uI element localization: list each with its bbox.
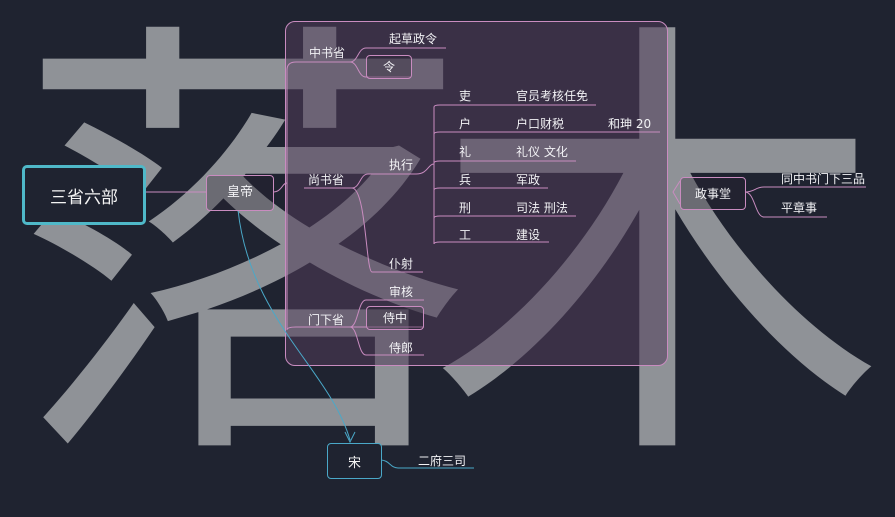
zhengshitang-child-pingzhangshi[interactable]: 平章事 (781, 201, 818, 215)
emperor-node[interactable]: 皇帝 (206, 175, 274, 211)
link-ministries (433, 104, 660, 245)
departments-group-box (285, 21, 668, 366)
link-emperor-song (237, 209, 351, 441)
link-zhongshu-children (349, 47, 446, 78)
ministry-gong-name[interactable]: 工 (459, 228, 472, 242)
link-emperor-departments (272, 182, 288, 193)
exec-node[interactable]: 执行 (389, 158, 414, 172)
link-exec-trunk (415, 107, 435, 244)
ministry-bing-duty[interactable]: 军政 (516, 173, 541, 187)
shangshu-node[interactable]: 尚书省 (308, 173, 345, 187)
menxia-child-shilang[interactable]: 侍郎 (389, 341, 414, 355)
ministry-hu-duty[interactable]: 户口财税 (516, 117, 565, 131)
link-song-child (379, 459, 474, 469)
link-trunk-menxia (286, 326, 350, 331)
ministry-hu-name[interactable]: 户 (459, 117, 472, 131)
zhongshu-node[interactable]: 中书省 (309, 46, 346, 60)
ministry-xing-name[interactable]: 刑 (459, 201, 472, 215)
song-node[interactable]: 宋 (327, 443, 382, 479)
ministry-li-duty[interactable]: 官员考核任免 (516, 89, 589, 103)
link-shangshu-puye (351, 187, 423, 273)
zhongshu-child-ling[interactable]: 令 (366, 55, 412, 79)
menxia-child-shizhong[interactable]: 侍中 (366, 306, 424, 330)
link-zst-children (744, 186, 866, 218)
ministry-gong-duty[interactable]: 建设 (516, 228, 541, 242)
ministry-lii-duty[interactable]: 礼仪 文化 (516, 145, 568, 159)
zhongshu-child-draft[interactable]: 起草政令 (389, 32, 438, 46)
link-song-arrow (344, 431, 356, 444)
link-shangshu-exec (351, 173, 416, 189)
ministry-lii-name[interactable]: 礼 (459, 145, 472, 159)
zhengshitang-child-sanpin[interactable]: 同中书门下三品 (781, 172, 866, 186)
ministry-li-name[interactable]: 吏 (459, 89, 472, 103)
root-node[interactable]: 三省六部 (22, 165, 146, 225)
song-child[interactable]: 二府三司 (418, 454, 467, 468)
zhengshitang-node[interactable]: 政事堂 (680, 177, 746, 210)
menxia-child-review[interactable]: 审核 (389, 285, 414, 299)
ministry-bing-name[interactable]: 兵 (459, 173, 472, 187)
ministry-hu-note[interactable]: 和珅 20 (608, 117, 652, 131)
puye-node[interactable]: 仆射 (389, 257, 414, 271)
connector-lines (143, 47, 866, 469)
menxia-node[interactable]: 门下省 (308, 313, 345, 327)
link-menxia-children (349, 299, 424, 356)
ministry-xing-duty[interactable]: 司法 刑法 (516, 201, 568, 215)
link-trunk-zhongshu (286, 61, 350, 71)
link-zst-bracket (672, 180, 681, 205)
